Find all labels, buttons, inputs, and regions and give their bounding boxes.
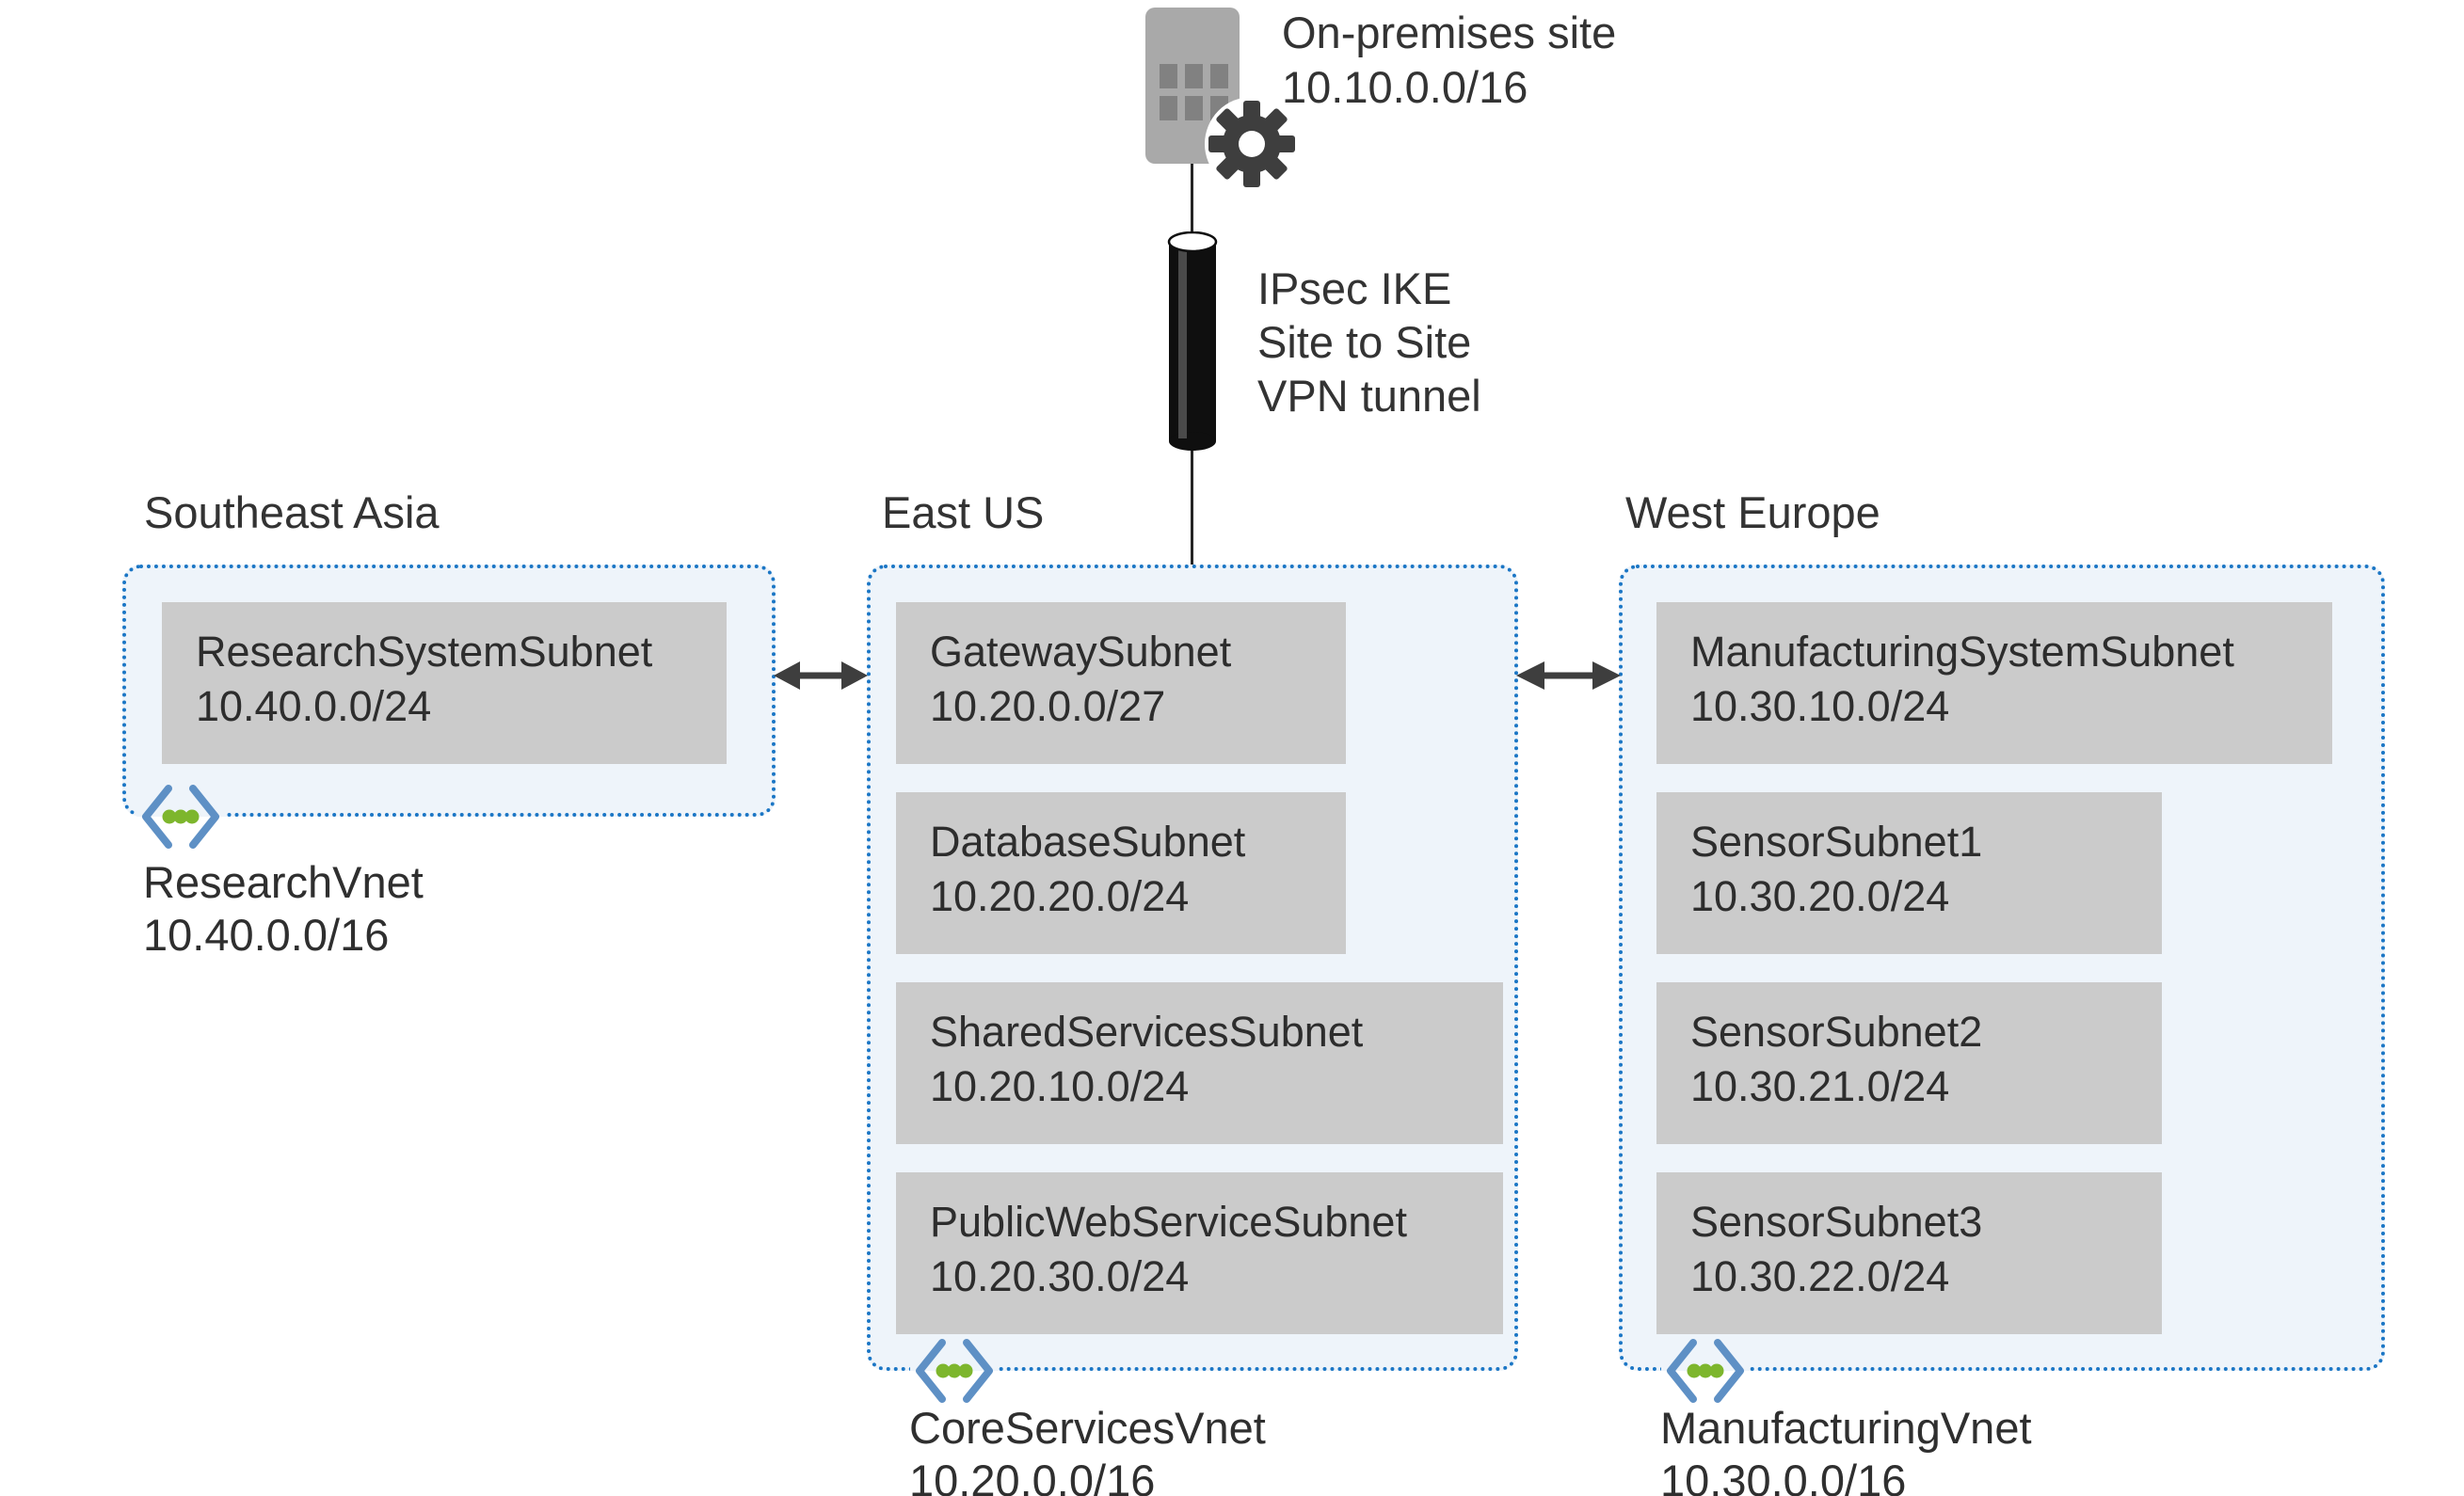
on-premises-cidr: 10.10.0.0/16	[1282, 62, 1528, 112]
peering-arrow-sea-eus	[774, 661, 868, 690]
building-window	[1185, 64, 1203, 88]
building-window	[1210, 64, 1228, 88]
subnet-box-shared-services: SharedServicesSubnet 10.20.10.0/24	[896, 982, 1503, 1144]
subnet-name: SharedServicesSubnet	[930, 1008, 1364, 1056]
vpn-tunnel-line1: IPsec IKE	[1257, 263, 1452, 313]
vnet-label-coreservicesvnet: CoreServicesVnet 10.20.0.0/16	[909, 1404, 1266, 1496]
vnet-cidr: 10.40.0.0/16	[143, 910, 390, 960]
vnet-cidr: 10.30.0.0/16	[1660, 1456, 1907, 1496]
on-premises-building-icon	[1145, 8, 1240, 164]
subnet-box-research-system: ResearchSystemSubnet 10.40.0.0/24	[162, 602, 727, 764]
vnet-name: ManufacturingVnet	[1660, 1403, 2032, 1453]
subnet-cidr: 10.30.10.0/24	[1690, 682, 1950, 730]
subnet-cidr: 10.30.20.0/24	[1690, 872, 1950, 920]
subnet-name: ResearchSystemSubnet	[196, 628, 653, 676]
vnet-box-manufacturingvnet: ManufacturingSystemSubnet 10.30.10.0/24 …	[1619, 565, 2385, 1371]
region-label-southeast-asia: Southeast Asia	[144, 487, 440, 537]
vpn-tunnel-line3: VPN tunnel	[1257, 371, 1481, 421]
subnet-name: SensorSubnet2	[1690, 1008, 1983, 1056]
building-window	[1160, 64, 1177, 88]
building-window	[1160, 96, 1177, 120]
subnet-box-public-web-service: PublicWebServiceSubnet 10.20.30.0/24	[896, 1172, 1503, 1334]
subnet-name: GatewaySubnet	[930, 628, 1232, 676]
on-premises-name: On-premises site	[1282, 8, 1617, 57]
subnet-box-database: DatabaseSubnet 10.20.20.0/24	[896, 792, 1346, 954]
subnet-box-sensor-3: SensorSubnet3 10.30.22.0/24	[1656, 1172, 2162, 1334]
subnet-box-manufacturing-system: ManufacturingSystemSubnet 10.30.10.0/24	[1656, 602, 2332, 764]
building-window	[1185, 96, 1203, 120]
vnet-name: ResearchVnet	[143, 857, 424, 907]
vnet-icon	[1661, 1335, 1750, 1407]
vnet-box-researchvnet: ResearchSystemSubnet 10.40.0.0/24	[122, 565, 776, 817]
subnet-box-gateway: GatewaySubnet 10.20.0.0/27	[896, 602, 1346, 764]
vpn-tunnel-line2: Site to Site	[1257, 317, 1472, 367]
subnet-name: PublicWebServiceSubnet	[930, 1198, 1407, 1246]
peering-arrow-eus-we	[1516, 661, 1621, 690]
vnet-box-coreservicesvnet: GatewaySubnet 10.20.0.0/27 DatabaseSubne…	[867, 565, 1518, 1371]
subnet-name: ManufacturingSystemSubnet	[1690, 628, 2234, 676]
vpn-tunnel-icon	[1167, 231, 1218, 451]
subnet-name: SensorSubnet3	[1690, 1198, 1983, 1246]
subnet-name: DatabaseSubnet	[930, 818, 1246, 866]
subnet-name: SensorSubnet1	[1690, 818, 1983, 866]
vnet-cidr: 10.20.0.0/16	[909, 1456, 1156, 1496]
vnet-name: CoreServicesVnet	[909, 1403, 1266, 1453]
subnet-cidr: 10.40.0.0/24	[196, 682, 432, 730]
on-premises-label: On-premises site 10.10.0.0/16	[1282, 6, 1616, 115]
vnet-icon	[136, 781, 225, 852]
subnet-box-sensor-2: SensorSubnet2 10.30.21.0/24	[1656, 982, 2162, 1144]
subnet-cidr: 10.20.10.0/24	[930, 1062, 1190, 1110]
subnet-box-sensor-1: SensorSubnet1 10.30.20.0/24	[1656, 792, 2162, 954]
region-label-east-us: East US	[882, 487, 1045, 537]
vnet-label-researchvnet: ResearchVnet 10.40.0.0/16	[143, 858, 424, 960]
subnet-cidr: 10.30.22.0/24	[1690, 1252, 1950, 1300]
subnet-cidr: 10.30.21.0/24	[1690, 1062, 1950, 1110]
vnet-label-manufacturingvnet: ManufacturingVnet 10.30.0.0/16	[1660, 1404, 2032, 1496]
vnet-icon	[910, 1335, 999, 1407]
subnet-cidr: 10.20.0.0/27	[930, 682, 1166, 730]
subnet-cidr: 10.20.30.0/24	[930, 1252, 1190, 1300]
region-label-west-europe: West Europe	[1625, 487, 1880, 537]
vpn-tunnel-label: IPsec IKE Site to Site VPN tunnel	[1257, 262, 1481, 422]
subnet-cidr: 10.20.20.0/24	[930, 872, 1190, 920]
gear-icon	[1205, 97, 1299, 191]
